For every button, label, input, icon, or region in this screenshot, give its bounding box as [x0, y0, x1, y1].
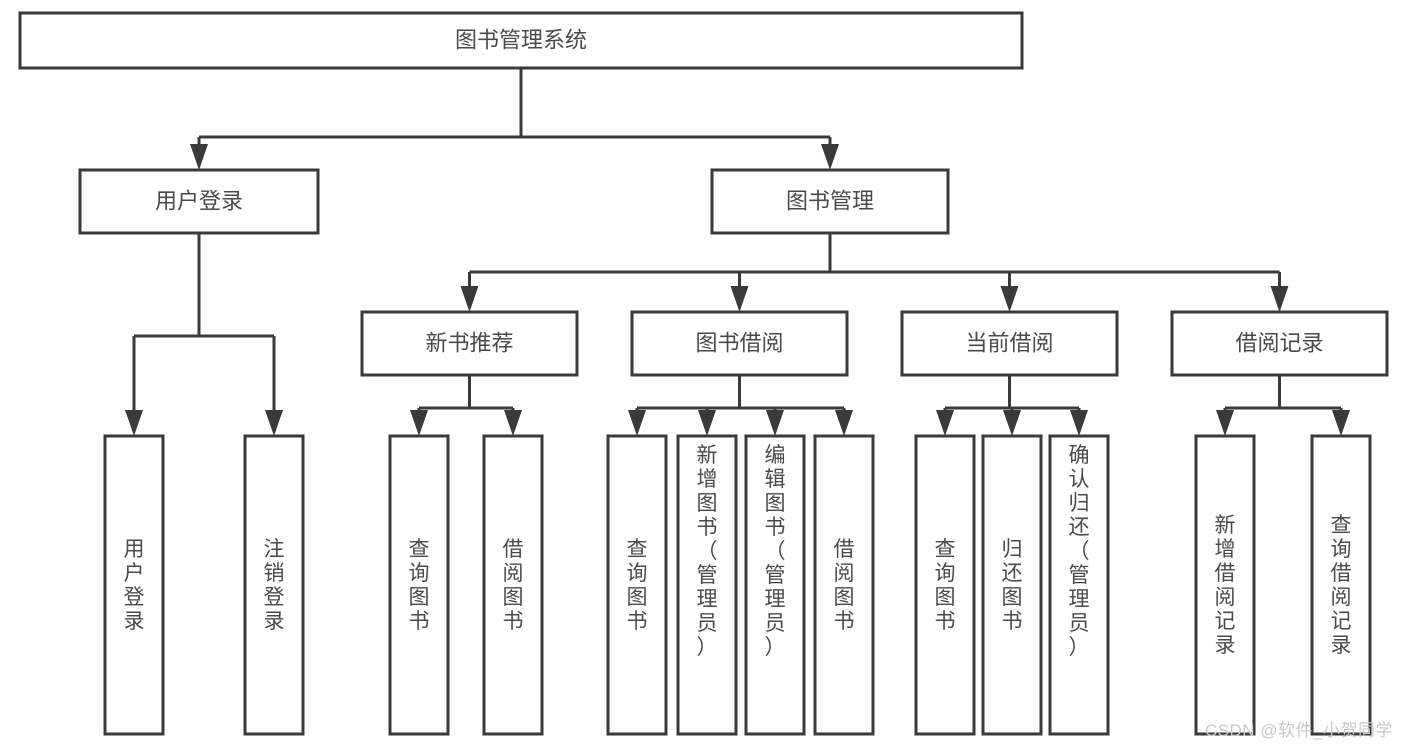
node-book-management[interactable]: 图书管理 — [710, 168, 950, 235]
leaf-label: 查询图书 — [935, 538, 956, 633]
node-label: 借阅记录 — [1235, 330, 1323, 355]
leaf-node[interactable]: 用户登录 — [103, 434, 165, 736]
arrow-head — [504, 410, 522, 436]
node-label: 图书管理系统 — [455, 27, 587, 52]
leaf-label: 编辑图书（管理员） — [765, 444, 786, 659]
node-rect — [78, 168, 320, 235]
node-rect — [1048, 434, 1110, 736]
arrow-head — [1070, 410, 1088, 436]
arrow-head — [698, 410, 716, 436]
arrow-head — [1270, 286, 1289, 312]
arrow-head — [835, 410, 853, 436]
leaf-node[interactable]: 新增图书（管理员） — [676, 434, 738, 736]
node-rect — [981, 434, 1043, 736]
leaf-label: 用户登录 — [124, 538, 145, 633]
leaf-node[interactable]: 查询图书 — [606, 434, 668, 736]
node-rect — [710, 168, 950, 235]
arrow-head — [936, 410, 954, 436]
node-label: 新书推荐 — [425, 330, 513, 355]
node-rect — [18, 11, 1024, 70]
node-rect — [744, 434, 806, 736]
arrow-head — [1003, 410, 1021, 436]
leaf-label: 查询图书 — [627, 538, 648, 633]
node-user-login[interactable]: 用户登录 — [78, 168, 320, 235]
leaf-node[interactable]: 确认归还（管理员） — [1048, 434, 1110, 736]
arrow-head — [265, 410, 283, 436]
node-rect — [1310, 434, 1372, 736]
connector-lines — [125, 68, 1350, 436]
leaf-node[interactable]: 注销登录 — [243, 434, 305, 736]
arrow-head — [1332, 410, 1350, 436]
leaf-node[interactable]: 新增借阅记录 — [1194, 434, 1256, 736]
node-level3-2[interactable]: 当前借阅 — [900, 310, 1119, 377]
root-node-book-management-system[interactable]: 图书管理系统 — [18, 11, 1024, 70]
node-boxes: 图书管理系统用户登录图书管理新书推荐图书借阅当前借阅借阅记录用户登录注销登录查询… — [18, 11, 1389, 736]
arrow-head — [460, 286, 479, 312]
leaf-node[interactable]: 归还图书 — [981, 434, 1043, 736]
node-rect — [914, 434, 976, 736]
node-label: 当前借阅 — [965, 330, 1053, 355]
leaf-label: 注销登录 — [264, 538, 285, 633]
node-rect — [482, 434, 544, 736]
node-rect — [1194, 434, 1256, 736]
leaf-label: 查询借阅记录 — [1331, 514, 1352, 657]
leaf-label: 借阅图书 — [503, 538, 524, 633]
leaf-node[interactable]: 查询图书 — [914, 434, 976, 736]
node-rect — [388, 434, 450, 736]
arrow-head — [628, 410, 646, 436]
arrow-head — [410, 410, 428, 436]
node-rect — [360, 310, 579, 377]
node-level3-0[interactable]: 新书推荐 — [360, 310, 579, 377]
leaf-label: 归还图书 — [1002, 538, 1023, 633]
leaf-node[interactable]: 查询借阅记录 — [1310, 434, 1372, 736]
leaf-label: 确认归还（管理员） — [1069, 444, 1090, 659]
node-label: 图书管理 — [786, 188, 874, 213]
leaf-label: 查询图书 — [409, 538, 430, 633]
arrow-head — [766, 410, 784, 436]
leaf-node[interactable]: 查询图书 — [388, 434, 450, 736]
arrow-head — [1216, 410, 1234, 436]
node-rect — [676, 434, 738, 736]
node-rect — [243, 434, 305, 736]
leaf-label: 新增借阅记录 — [1215, 514, 1236, 657]
node-label: 用户登录 — [155, 188, 243, 213]
node-level3-3[interactable]: 借阅记录 — [1170, 310, 1389, 377]
arrow-head — [821, 144, 839, 170]
node-rect — [630, 310, 849, 377]
node-rect — [606, 434, 668, 736]
arrow-head — [730, 286, 749, 312]
leaf-node[interactable]: 借阅图书 — [482, 434, 544, 736]
node-level3-1[interactable]: 图书借阅 — [630, 310, 849, 377]
arrow-head — [125, 410, 143, 436]
node-rect — [103, 434, 165, 736]
node-rect — [900, 310, 1119, 377]
node-label: 图书借阅 — [695, 330, 783, 355]
node-rect — [1170, 310, 1389, 377]
arrow-head — [190, 144, 208, 170]
leaf-label: 借阅图书 — [834, 538, 855, 633]
node-rect — [813, 434, 875, 736]
leaf-label: 新增图书（管理员） — [697, 444, 718, 659]
leaf-node[interactable]: 编辑图书（管理员） — [744, 434, 806, 736]
leaf-node[interactable]: 借阅图书 — [813, 434, 875, 736]
arrow-head — [1000, 286, 1019, 312]
